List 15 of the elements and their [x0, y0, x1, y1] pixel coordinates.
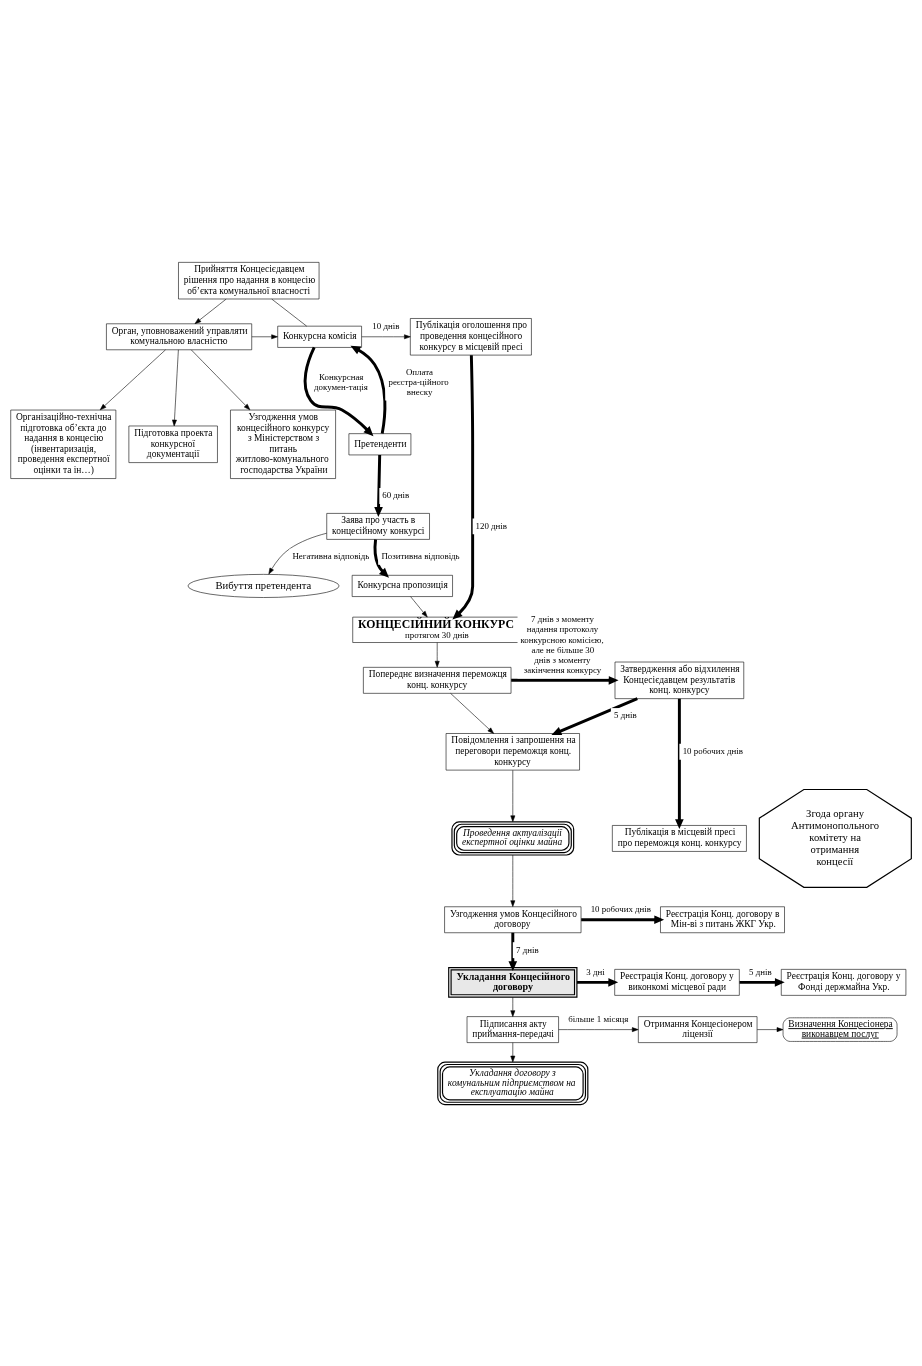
- edge-label: 10 днів: [372, 320, 400, 331]
- edge-label: 10 робочих днів: [590, 903, 652, 914]
- edge-label: більше 1 місяця: [568, 1013, 629, 1024]
- edge-label: 120 днів: [475, 520, 507, 531]
- edge-label: Негативна відповідь: [292, 550, 370, 561]
- edge-label: Позитивна відповідь: [381, 550, 460, 561]
- edge-label: Оплата реєстра-ційного внеску: [388, 366, 449, 397]
- edge-label: 5 днів: [614, 709, 637, 720]
- edge-label: 7 днів: [516, 944, 539, 955]
- edge-label: Конкурсная докумен-тація: [314, 371, 368, 392]
- edge-label: 60 днів: [382, 489, 410, 500]
- edge-label: 3 дні: [586, 966, 605, 977]
- edge-label: 5 днів: [749, 966, 772, 977]
- edge-label: 7 днів з моменту надання протоколу конкурсною комісією, але не більше 30 днів з моменту закінчення конкурсу: [520, 613, 604, 675]
- edge-label: 10 робочих днів: [682, 745, 744, 756]
